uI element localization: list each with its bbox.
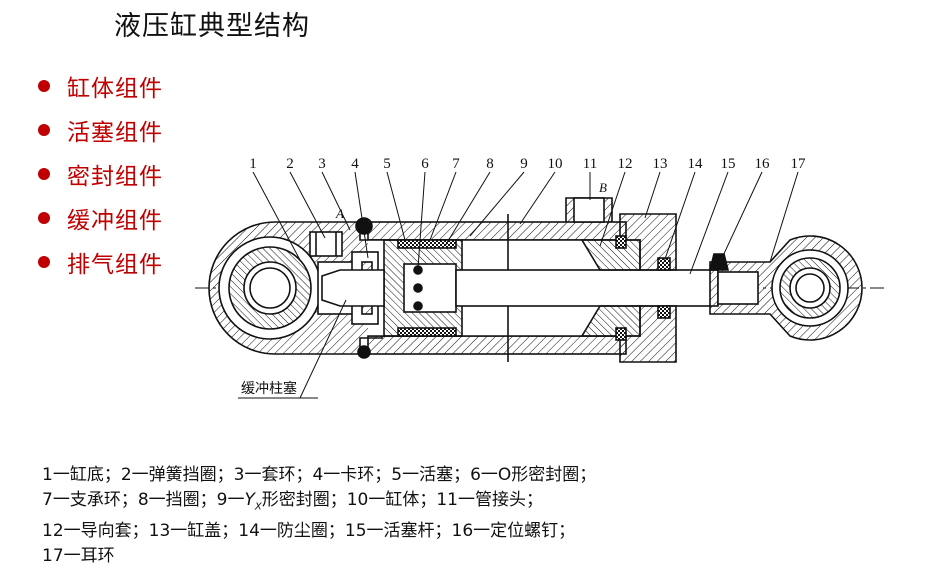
cylinder-tube-bottom-wall <box>367 335 627 355</box>
rod-ear-bore <box>795 273 825 303</box>
legend-line: 7一支承环；8一挡圈；9一YX形密封圈；10一缸体；11一管接头； <box>42 490 543 513</box>
part-label-10: 10 <box>548 156 563 172</box>
bullet-dot-icon <box>38 124 50 136</box>
component-list: 缸体组件 活塞组件 密封组件 缓冲组件 排气组件 <box>38 64 163 284</box>
part-label-4: 4 <box>351 156 359 172</box>
legend-line: 12一导向套；13一缸盖；14一防尘圈；15一活塞杆；16一定位螺钉； <box>42 521 576 542</box>
list-item: 密封组件 <box>38 152 163 196</box>
piston-seal-top <box>397 239 457 249</box>
cover-seal-bottom <box>615 327 627 341</box>
cover-seal-top <box>615 235 627 249</box>
list-item: 排气组件 <box>38 240 163 284</box>
dust-seal-top <box>657 257 671 271</box>
part-label-13: 13 <box>653 156 668 172</box>
list-item: 缸体组件 <box>38 64 163 108</box>
legend-line: 1一缸底；2一弹簧挡圈；3一套环；4一卡环；5一活塞；6一O形密封圈； <box>42 465 597 485</box>
label-a: A <box>335 206 344 221</box>
piston-seal-bottom <box>397 327 457 337</box>
base-ear-bore <box>249 267 291 309</box>
part-label-8: 8 <box>486 156 494 172</box>
part-label-5: 5 <box>383 156 391 172</box>
part-label-17: 17 <box>791 156 807 172</box>
label-b: B <box>599 180 607 195</box>
page-title: 液压缸典型结构 <box>114 11 310 42</box>
o-ring-bottom <box>413 301 423 311</box>
part-label-6: 6 <box>421 156 429 172</box>
bullet-dot-icon <box>38 212 50 224</box>
part-label-9: 9 <box>520 156 528 172</box>
yx-symbol: YX <box>244 490 262 513</box>
part-label-12: 12 <box>618 156 633 172</box>
part-label-11: 11 <box>583 156 597 172</box>
bullet-dot-icon <box>38 80 50 92</box>
part-number-labels: 1 2 3 4 5 6 7 8 9 10 11 12 13 14 15 16 1… <box>249 156 806 221</box>
bullet-dot-icon <box>38 256 50 268</box>
cushion-plunger <box>321 269 385 307</box>
part-label-14: 14 <box>688 156 704 172</box>
legend-line: 17一耳环 <box>42 546 115 567</box>
cylinder-tube-top-wall <box>367 221 627 241</box>
cylinder-drawing <box>195 171 885 399</box>
o-ring-mid <box>413 283 423 293</box>
part-label-15: 15 <box>721 156 736 172</box>
piston-bore <box>403 263 457 313</box>
base-port <box>309 231 343 257</box>
list-item: 缓冲组件 <box>38 196 163 240</box>
parts-legend: 1一缸底；2一弹簧挡圈；3一套环；4一卡环；5一活塞；6一O形密封圈； 7一支承… <box>42 463 596 569</box>
part-label-1: 1 <box>249 156 257 172</box>
cushion-plunger-label: 缓冲柱塞 <box>241 380 297 397</box>
part-label-3: 3 <box>318 156 326 172</box>
locating-screw <box>708 253 730 271</box>
part-label-2: 2 <box>286 156 294 172</box>
part-label-16: 16 <box>755 156 771 172</box>
piston-rod <box>455 269 719 307</box>
bullet-dot-icon <box>38 168 50 180</box>
dust-seal-bottom <box>657 305 671 319</box>
part-label-7: 7 <box>452 156 460 172</box>
list-item: 活塞组件 <box>38 108 163 152</box>
